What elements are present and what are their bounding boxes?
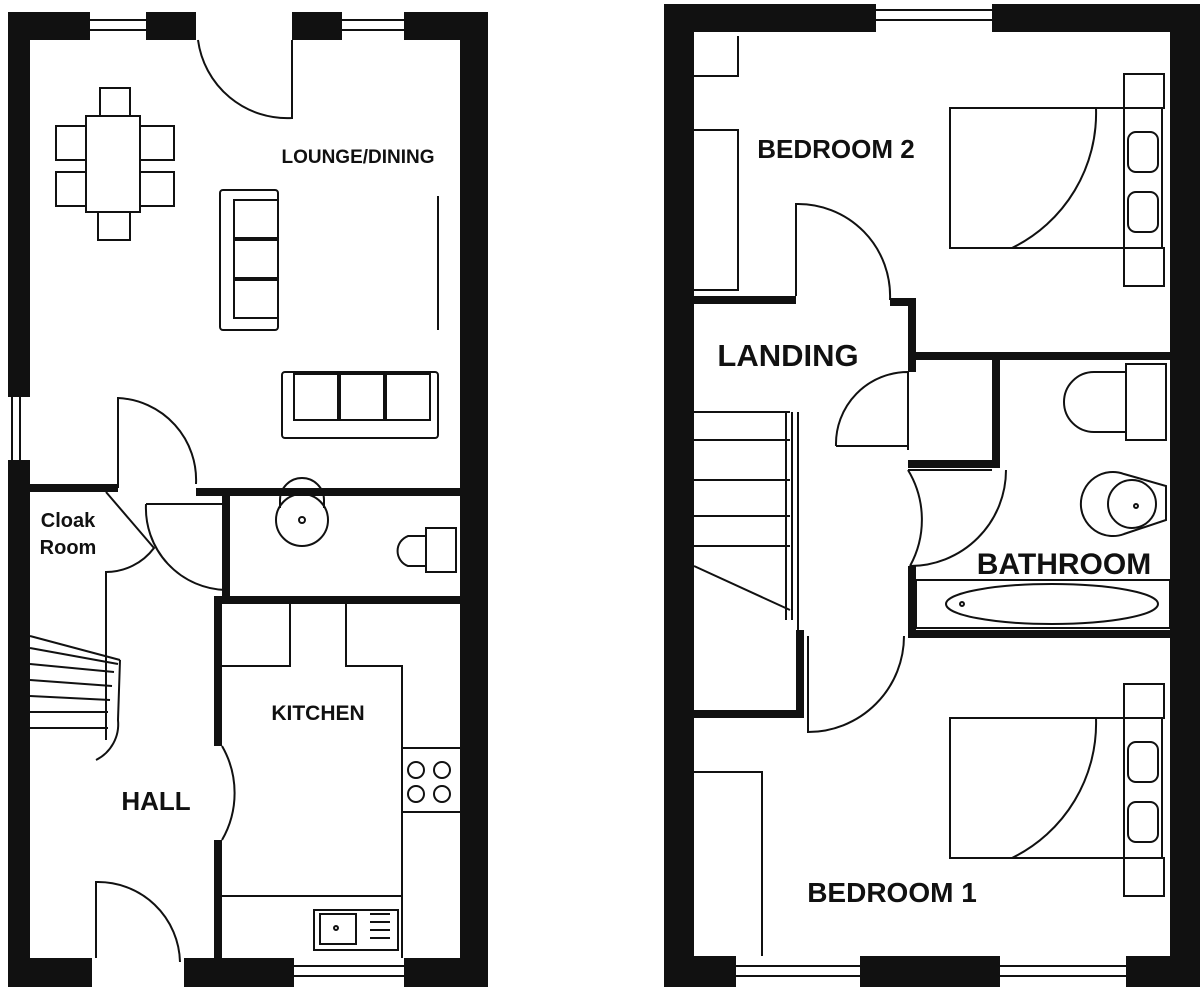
- wall-ff-top-right: [992, 4, 1200, 32]
- wall-ff-bottom-right: [1126, 956, 1200, 987]
- wall-kitchen-left-upper: [214, 596, 222, 746]
- room-label-bedroom-1: BEDROOM 1: [807, 877, 977, 908]
- bedroom-1-door-swing: [807, 635, 905, 734]
- room-label-bedroom-2: BEDROOM 2: [757, 134, 914, 164]
- wall-cupboard-right: [992, 352, 1000, 466]
- wall-bath-top: [908, 352, 1170, 360]
- wall-top-mid2: [292, 12, 342, 40]
- cloak-door-swing: [105, 491, 156, 740]
- bathroom-toilet-cistern: [1125, 363, 1167, 441]
- room-label-hall: HALL: [121, 786, 190, 816]
- toilet-bowl: [396, 535, 426, 567]
- sofa-vertical: [219, 189, 279, 331]
- ground-floor-lines: [11, 19, 460, 977]
- dining-table: [85, 115, 141, 213]
- bath: [915, 579, 1171, 629]
- wall-ff-left: [664, 4, 694, 987]
- wc-door-swing: [144, 503, 228, 591]
- room-label-cloak-line2: Room: [40, 537, 97, 559]
- patio-door-swing: [197, 39, 293, 120]
- wall-cloak-top: [30, 484, 118, 492]
- wall-bath-bottom: [908, 630, 1170, 638]
- bed-bedroom-2: [949, 107, 1163, 249]
- wall-bed2-bottom: [694, 296, 796, 304]
- bathroom-basin: [1079, 471, 1167, 537]
- wall-stair-bottom: [694, 710, 804, 718]
- wall-ff-bottom-mid: [860, 956, 1000, 987]
- wall-stair-right: [796, 630, 804, 718]
- wall-top-mid: [146, 12, 196, 40]
- front-door-swing: [95, 880, 181, 963]
- basin: [275, 493, 329, 547]
- first-floor-lines: [693, 9, 1171, 977]
- wall-wc-left: [222, 488, 230, 596]
- wall-cupboard-left: [908, 298, 916, 372]
- wall-left-lower: [8, 460, 30, 987]
- wall-ff-bottom-left: [664, 956, 736, 987]
- room-label-cloak-line1: Cloak: [41, 510, 96, 532]
- wall-bottom-left: [8, 958, 92, 987]
- room-label-bathroom: BATHROOM: [977, 548, 1151, 581]
- wall-ff-top-left: [664, 4, 876, 32]
- room-label-landing: LANDING: [717, 338, 858, 373]
- bedroom-2-door-swing: [795, 202, 892, 301]
- first-floor: [664, 4, 1200, 987]
- lounge-door-swing: [117, 396, 198, 488]
- wall-cupboard-bottom: [908, 460, 1000, 468]
- wall-wc-top: [196, 488, 460, 496]
- bed-bedroom-1: [949, 717, 1163, 859]
- wall-kitchen-top: [214, 596, 460, 604]
- wall-kitchen-left-lower: [214, 840, 222, 958]
- wall-ff-right: [1170, 4, 1200, 987]
- wall-right: [460, 12, 488, 987]
- room-label-lounge-dining: LOUNGE/DINING: [281, 147, 434, 168]
- kitchen-sink: [313, 909, 399, 951]
- sofa-horizontal: [281, 371, 439, 439]
- room-label-kitchen: KITCHEN: [271, 702, 364, 725]
- wall-bottom-right: [404, 958, 488, 987]
- kitchen-door-swing: [221, 745, 236, 841]
- wall-bottom-mid: [184, 958, 294, 987]
- ground-floor: [8, 12, 488, 987]
- toilet-cistern: [425, 527, 457, 573]
- wall-bath-left: [908, 566, 916, 636]
- cupboard-door-swing: [834, 370, 909, 450]
- bathroom-door-swing: [907, 469, 923, 567]
- wall-bed2-bottom-r: [890, 298, 916, 306]
- wall-left-upper: [8, 12, 30, 397]
